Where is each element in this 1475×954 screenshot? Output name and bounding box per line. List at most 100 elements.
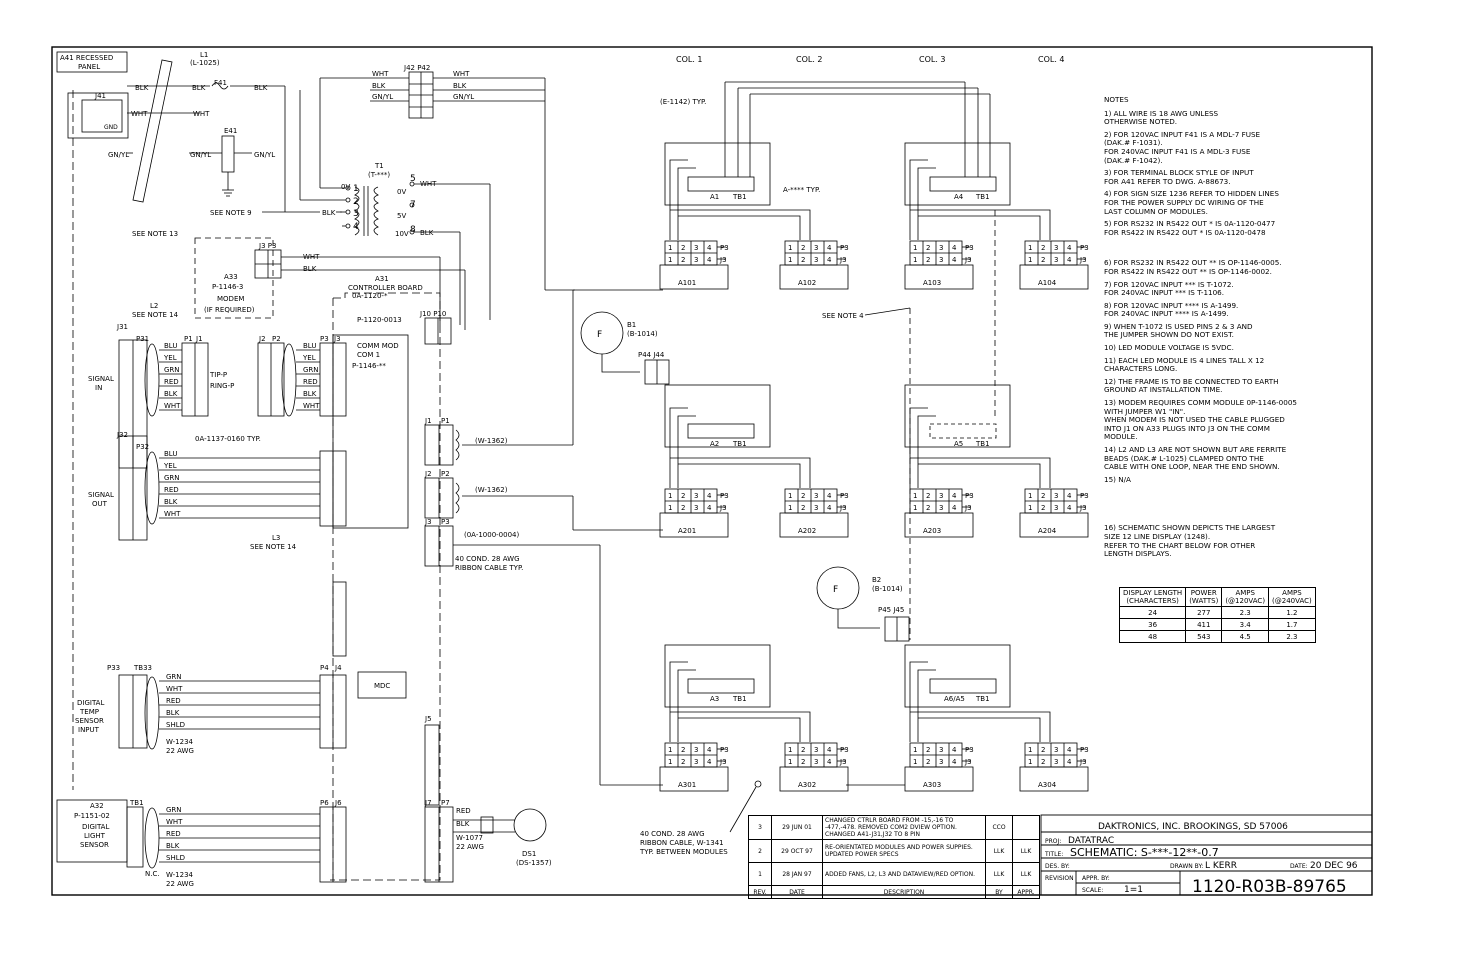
board-label: A204: [1038, 527, 1057, 535]
a33-part: P-1146-3: [212, 283, 243, 291]
conn-label: J1: [424, 417, 432, 425]
dc-wire: [670, 209, 811, 240]
board-pin-number: 4: [827, 256, 832, 264]
by-cell: LLK: [985, 839, 1013, 863]
ps-a1: A1: [710, 193, 719, 201]
note-item: 5) FOR RS232 IN RS422 OUT * IS 0A-1120-0…: [1104, 219, 1276, 237]
board-pin-number: 2: [1041, 504, 1045, 512]
wire-blk: BLK: [192, 84, 206, 92]
board-pin-number: 3: [1054, 746, 1058, 754]
board-pin-number: 4: [952, 504, 957, 512]
wire-blk: BLK: [135, 84, 149, 92]
board-label: A104: [1038, 279, 1057, 287]
l1-label: L1: [200, 51, 208, 59]
desc-cell: ADDED FANS, L2, L3 AND DATAVIEW/RED OPTI…: [822, 862, 986, 886]
board-conn-label: P3: [1080, 244, 1089, 252]
board-pin-number: 3: [694, 244, 698, 252]
header-line: (CHARACTERS): [1126, 597, 1179, 605]
by-cell: CCO: [985, 815, 1013, 840]
t1-pin: 5: [410, 174, 416, 184]
note-item: 13) MODEM REQUIRES COMM MODULE 0P-1146-0…: [1104, 398, 1297, 442]
dc-wire: [669, 661, 688, 742]
wire-yel: YEL: [163, 462, 177, 470]
wire-blk: BLK: [322, 209, 336, 217]
p1120-label: P-1120-0013: [357, 316, 402, 324]
board-conn-label: J3: [964, 256, 972, 264]
temp-sensor-label-2: TEMP: [79, 708, 99, 716]
header-line: DISPLAY LENGTH: [1123, 589, 1183, 597]
e1142-label: (E-1142) TYP.: [660, 98, 706, 106]
tb1-label: TB1: [975, 193, 990, 201]
board-pin-number: 1: [788, 244, 792, 252]
note-item: 8) FOR 120VAC INPUT **** IS A-1499. FOR …: [1104, 300, 1239, 319]
board-pin-number: 3: [694, 256, 698, 264]
see-note-13: SEE NOTE 13: [132, 230, 178, 238]
dc-wire: [678, 215, 801, 240]
a32-digital: DIGITAL: [82, 823, 109, 831]
board-pin-number: 4: [707, 256, 712, 264]
wire-wht: WHT: [164, 510, 181, 518]
board-pin-number: 4: [1067, 256, 1072, 264]
board-pin-number: 4: [707, 504, 712, 512]
board-pin-number: 2: [1041, 244, 1045, 252]
t1-pin: 7: [410, 200, 416, 210]
board-pin-number: 3: [814, 256, 818, 264]
wire-blk: BLK: [164, 498, 178, 506]
board-pin-number: 4: [952, 758, 957, 766]
note-item: 10) LED MODULE VOLTAGE IS 5VDC.: [1104, 343, 1234, 353]
board-label: A303: [923, 781, 941, 789]
conn-label: P3: [441, 518, 450, 526]
col-1-label: COL. 1: [676, 55, 703, 64]
dc-wiring: [669, 159, 811, 240]
board-pin-number: 1: [788, 746, 792, 754]
rev-cell: 3: [748, 815, 772, 840]
wire-blk: BLK: [303, 265, 317, 273]
board-pin-number: 1: [788, 758, 792, 766]
col-4-label: COL. 4: [1038, 55, 1065, 64]
conn-label: P33: [107, 664, 120, 672]
board-pin-number: 1: [913, 256, 917, 264]
table-cell: 3.4: [1221, 618, 1270, 631]
board-conn-label: P3: [840, 244, 849, 252]
temp-sensor-label: DIGITAL: [77, 699, 104, 707]
board-pin-number: 3: [939, 244, 943, 252]
header-line: POWER: [1190, 589, 1217, 597]
a32-sensor: SENSOR: [80, 841, 109, 849]
wire-blu: BLU: [164, 342, 177, 350]
t1-pin: 4: [353, 222, 359, 232]
wire-gnyl: GN/YL: [453, 93, 474, 101]
board-pin-number: 4: [1067, 746, 1072, 754]
board-pin-number: 4: [707, 492, 712, 500]
a32-part: P-1151-02: [74, 812, 110, 820]
a31-controller: CONTROLLER BOARD: [348, 284, 423, 292]
board-pin-number: 4: [707, 746, 712, 754]
conn-label: P2: [441, 470, 450, 478]
a41-label: A41 RECESSED: [60, 54, 113, 62]
board-conn-label: P3: [720, 244, 729, 252]
notes-title: NOTES: [1104, 95, 1129, 104]
board-pin-number: 4: [827, 244, 832, 252]
wire-gnyl: GN/YL: [108, 151, 129, 159]
board-conn-label: J3: [839, 504, 847, 512]
conn-label: TB33: [133, 664, 152, 672]
table-row: 24 277 2.3 1.2: [1118, 606, 1316, 619]
ribbon-leader: [600, 780, 905, 833]
header-line: (@120VAC): [1225, 597, 1266, 605]
board-pin-number: 1: [1028, 492, 1032, 500]
e41-label: E41: [224, 127, 237, 135]
wire-red: RED: [456, 807, 471, 815]
note-item: 14) L2 AND L3 ARE NOT SHOWN BUT ARE FERR…: [1104, 445, 1287, 472]
board-conn-label: J3: [719, 256, 727, 264]
by-header: BY: [985, 885, 1013, 899]
board-pin-number: 3: [1054, 492, 1058, 500]
w1362-label: (W-1362): [475, 437, 508, 445]
wire-yel: YEL: [302, 354, 316, 362]
module-labels: (E-1142) TYP. A-**** TYP. SEE NOTE 4 F F…: [597, 98, 990, 703]
wire-shld: SHLD: [166, 721, 185, 729]
appr-cell: [1012, 815, 1040, 840]
